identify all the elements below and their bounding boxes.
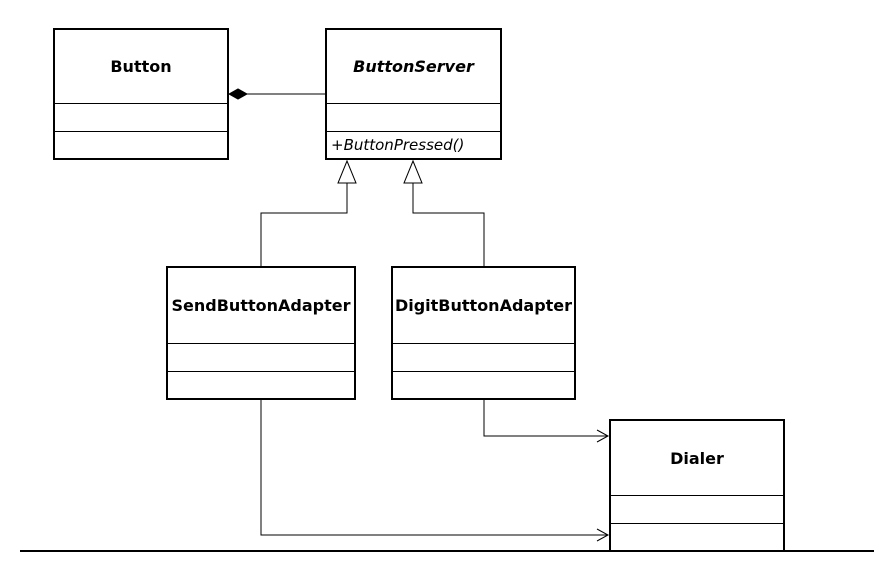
inheritance-arrow-icon (337, 159, 357, 184)
attributes-compartment (327, 104, 500, 132)
inheritance-arrow-icon (403, 159, 423, 184)
operations-compartment (168, 372, 354, 399)
attributes-compartment (393, 344, 574, 372)
class-name: DigitButtonAdapter (393, 268, 574, 344)
composition-button-buttonserver (227, 88, 325, 100)
class-button[interactable]: Button (53, 28, 229, 160)
operations-compartment: +ButtonPressed() (327, 132, 500, 158)
class-send-button-adapter[interactable]: SendButtonAdapter (166, 266, 356, 400)
composition-diamond-icon (227, 88, 249, 100)
generalization-digit-buttonserver (403, 159, 485, 266)
operations-compartment (611, 524, 783, 551)
class-name: Dialer (611, 421, 783, 496)
association-send-dialer (260, 400, 610, 542)
association-digit-dialer (483, 400, 610, 443)
open-arrow-icon (596, 429, 610, 443)
attributes-compartment (611, 496, 783, 524)
open-arrow-icon (596, 528, 610, 542)
operation-button-pressed: +ButtonPressed() (331, 136, 465, 154)
class-name: SendButtonAdapter (168, 268, 354, 344)
attributes-compartment (55, 104, 227, 132)
operations-compartment (393, 372, 574, 399)
class-digit-button-adapter[interactable]: DigitButtonAdapter (391, 266, 576, 400)
generalization-send-buttonserver (260, 159, 357, 266)
class-name: ButtonServer (327, 30, 500, 104)
class-name: Button (55, 30, 227, 104)
class-dialer[interactable]: Dialer (609, 419, 785, 552)
operations-compartment (55, 132, 227, 159)
class-button-server[interactable]: ButtonServer +ButtonPressed() (325, 28, 502, 160)
attributes-compartment (168, 344, 354, 372)
